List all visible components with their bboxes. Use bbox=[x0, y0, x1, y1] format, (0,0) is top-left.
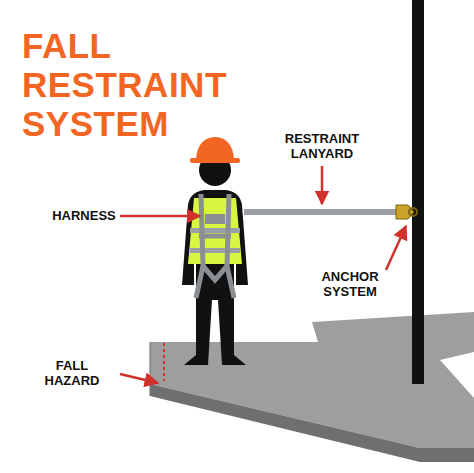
part-label: FALL HAZARD bbox=[27, 359, 117, 389]
part-label: ANCHOR SYSTEM bbox=[310, 270, 390, 300]
part-label: RESTRAINT LANYARD bbox=[267, 132, 377, 162]
anchor-post bbox=[412, 0, 424, 384]
part-label: HARNESS bbox=[44, 209, 124, 224]
leader-arrows bbox=[120, 166, 406, 383]
lanyard bbox=[244, 205, 417, 219]
worker bbox=[182, 137, 248, 365]
hazard-edge bbox=[163, 343, 165, 381]
title: FALL RESTRAINT SYSTEM bbox=[22, 26, 322, 144]
